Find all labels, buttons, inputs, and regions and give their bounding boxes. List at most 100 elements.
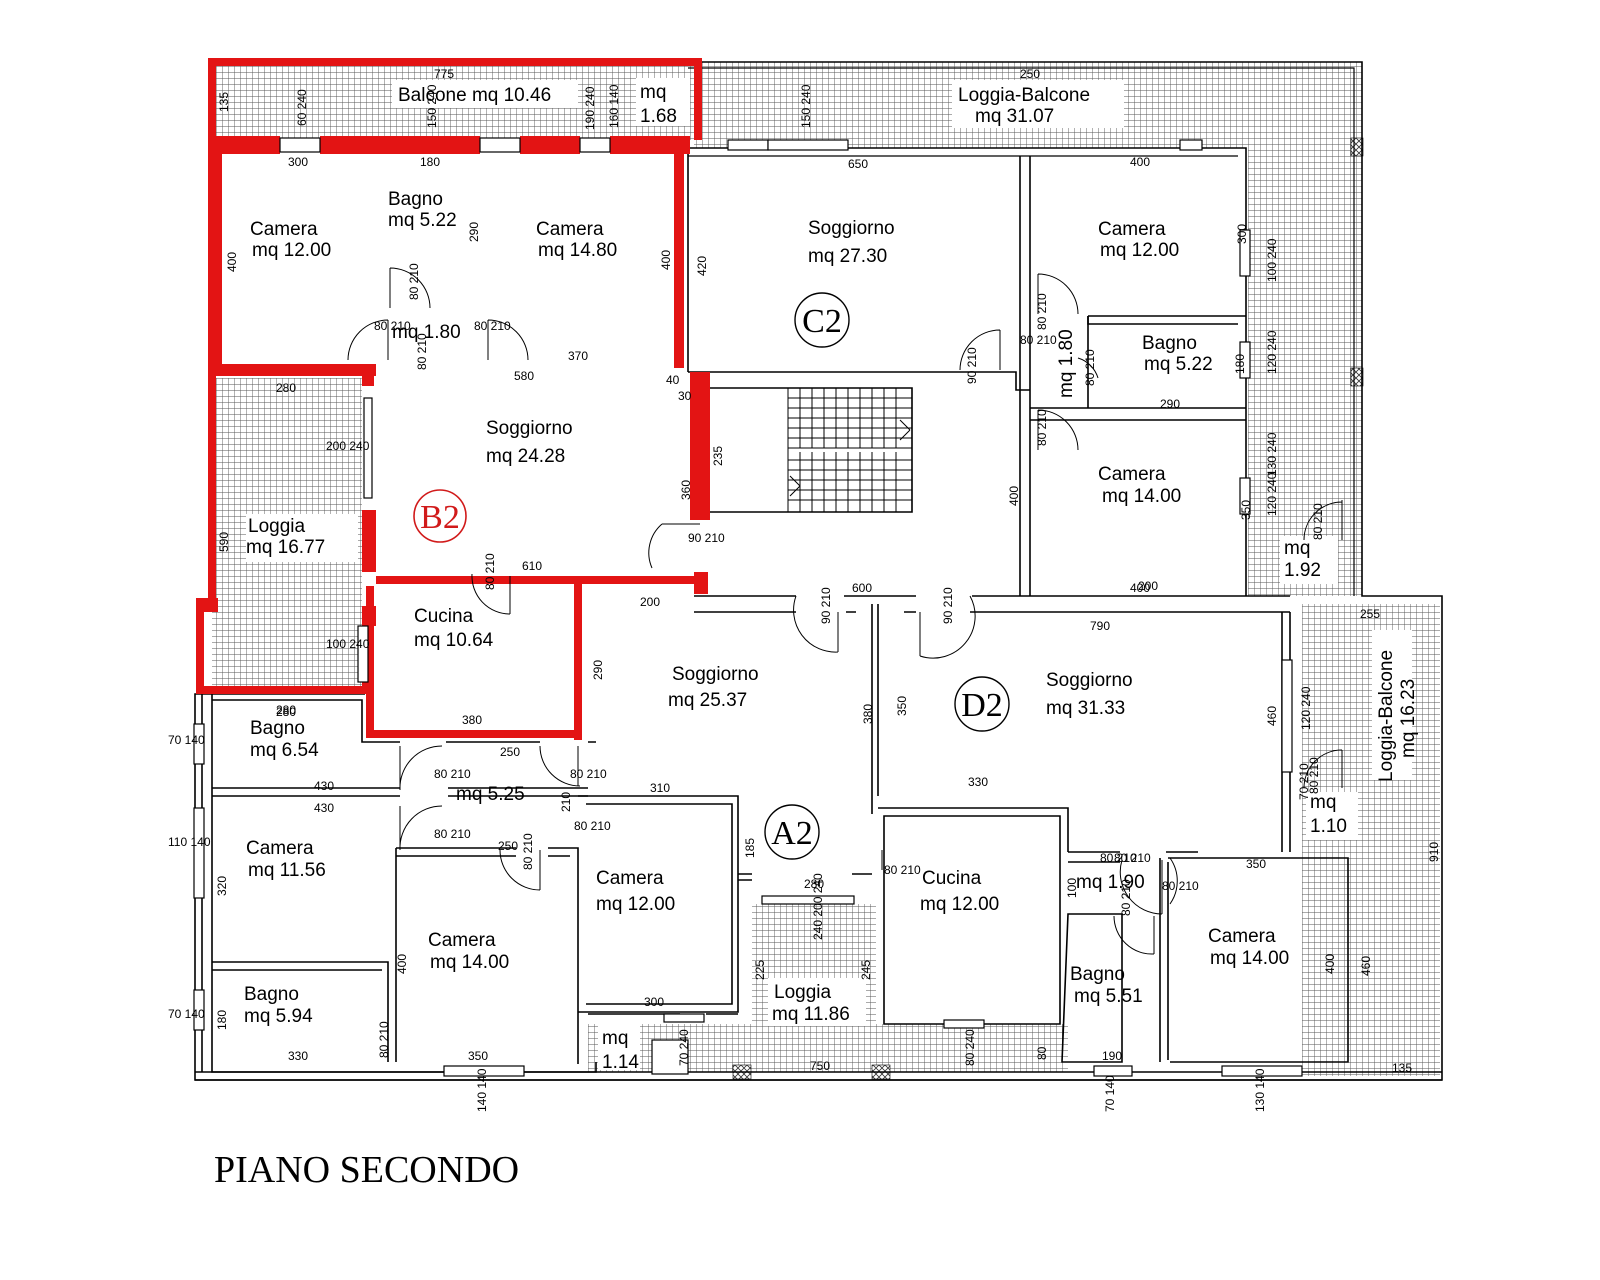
- room-area: mq 16.77: [246, 537, 325, 558]
- room-area: 1.92: [1284, 560, 1321, 581]
- door-tag: 80 210: [1083, 349, 1097, 386]
- room-area: mq 14.00: [1210, 948, 1289, 969]
- dimension: 400: [1130, 581, 1150, 595]
- room-name: Camera: [536, 219, 604, 240]
- room-area: mq 27.30: [808, 246, 887, 267]
- room-name: Soggiorno: [672, 664, 759, 685]
- dimension: 185: [743, 838, 757, 858]
- dimension: 280: [276, 705, 296, 719]
- window-tag: 60 240: [295, 89, 309, 126]
- dimension: 400: [225, 252, 239, 272]
- room-name: mq: [1284, 538, 1310, 559]
- window-tag: 150 240: [799, 84, 813, 128]
- door-tag: 80 210: [483, 553, 497, 590]
- dimension: 200: [1138, 579, 1158, 593]
- dimension: 400: [1323, 954, 1337, 974]
- unit-c2-label: C2: [802, 303, 842, 340]
- window-tag: 70 140: [1103, 1075, 1117, 1112]
- dimension-labels: 775 135 250 300 180 400 290 400 370 580 …: [215, 67, 1441, 1075]
- window-tag: 80 240: [963, 1029, 977, 1066]
- dimension: 790: [1090, 619, 1110, 633]
- dimension: 180: [420, 155, 440, 169]
- doors: [347, 267, 1343, 955]
- unit-d2-label: D2: [961, 687, 1003, 724]
- dimension: 460: [1359, 956, 1373, 976]
- room-area: mq 14.80: [538, 240, 617, 261]
- unit-a2-label: A2: [771, 815, 813, 852]
- room-area: mq 1.80: [1056, 329, 1077, 398]
- room-name: Camera: [1098, 464, 1166, 485]
- dimension: 320: [215, 876, 229, 896]
- room-name: Camera: [1208, 926, 1276, 947]
- dimension: 235: [711, 446, 725, 466]
- dimension: 420: [695, 256, 709, 276]
- room-area: mq 14.00: [430, 952, 509, 973]
- room-name: Camera: [428, 930, 496, 951]
- room-area: mq 31.33: [1046, 698, 1125, 719]
- dimension: 225: [753, 960, 767, 980]
- door-tag: 80 210: [434, 767, 471, 781]
- room-area: mq 14.00: [1102, 486, 1181, 507]
- room-area: mq 5.25: [456, 784, 525, 805]
- room-name: Bagno: [1070, 964, 1125, 985]
- room-area: mq 12.00: [252, 240, 331, 261]
- dimension: 290: [467, 222, 481, 242]
- dimension: 210: [559, 792, 573, 812]
- room-name: mq: [1310, 792, 1336, 813]
- window-tag: 190 240: [583, 86, 597, 130]
- room-name: Soggiorno: [808, 218, 895, 239]
- window-tag: 160 140: [607, 84, 621, 128]
- door-tag: 80 210: [1114, 851, 1151, 865]
- room-name: Soggiorno: [1046, 670, 1133, 691]
- dimension: 460: [1265, 706, 1279, 726]
- staircase: [787, 388, 912, 513]
- room-area: mq 12.00: [920, 894, 999, 915]
- window-tag: 130 140: [1253, 1068, 1267, 1112]
- dimension: 250: [498, 839, 518, 853]
- window-tag: 140 140: [475, 1068, 489, 1112]
- dimension: 255: [1360, 607, 1380, 621]
- door-tag: 80 210: [1311, 503, 1325, 540]
- dimension: 280: [276, 381, 296, 395]
- door-tag: 80 210: [570, 767, 607, 781]
- unit-d2-marker: D2: [954, 676, 1010, 732]
- room-area: mq 10.64: [414, 630, 494, 651]
- dimension: 245: [859, 960, 873, 980]
- door-tag: 80 210: [1100, 851, 1137, 865]
- dimension: 430: [314, 801, 334, 815]
- dimension: 300: [644, 995, 664, 1009]
- room-area: mq 12.00: [1100, 240, 1179, 261]
- dimension: 135: [1392, 1061, 1412, 1075]
- room-name: Bagno: [250, 718, 305, 739]
- opening-tags: 90 210 80 210 80 210 80 210 80 210 80 21…: [168, 84, 1325, 1112]
- window-tag: 200 240: [326, 439, 370, 453]
- room-name: Cucina: [922, 868, 982, 889]
- room-name: Camera: [596, 868, 664, 889]
- room-area: mq 12.00: [596, 894, 675, 915]
- dimension: 380: [462, 713, 482, 727]
- room-name: Loggia: [248, 516, 305, 537]
- room-area: mq 24.28: [486, 446, 565, 467]
- floor-title: PIANO SECONDO: [214, 1149, 519, 1191]
- dimension: 290: [1160, 397, 1180, 411]
- dimension: 580: [514, 369, 534, 383]
- dimension: 180: [1233, 354, 1247, 374]
- dimension: 100: [1065, 878, 1079, 898]
- dimension: 610: [522, 559, 542, 573]
- room-area: mq 1.90: [1076, 872, 1145, 893]
- door-tag: 80 210: [1035, 293, 1049, 330]
- door-tag: 80 210: [1020, 333, 1057, 347]
- room-area: mq 5.94: [244, 1006, 313, 1027]
- window-tag: 120 240: [1265, 472, 1279, 516]
- dimension: 190: [1102, 1049, 1122, 1063]
- dimension: 400: [1130, 155, 1150, 169]
- door-tag: 80 210: [474, 319, 511, 333]
- window-tag: 130 240: [1265, 432, 1279, 476]
- room-area: mq 31.07: [975, 106, 1054, 127]
- door-tag: 80 210: [377, 1021, 391, 1058]
- dimension: 400: [659, 250, 673, 270]
- dimension: 310: [650, 781, 670, 795]
- door-tag: 90 210: [941, 587, 955, 624]
- door-tag: 80 210: [884, 863, 921, 877]
- room-name: mq: [640, 82, 666, 103]
